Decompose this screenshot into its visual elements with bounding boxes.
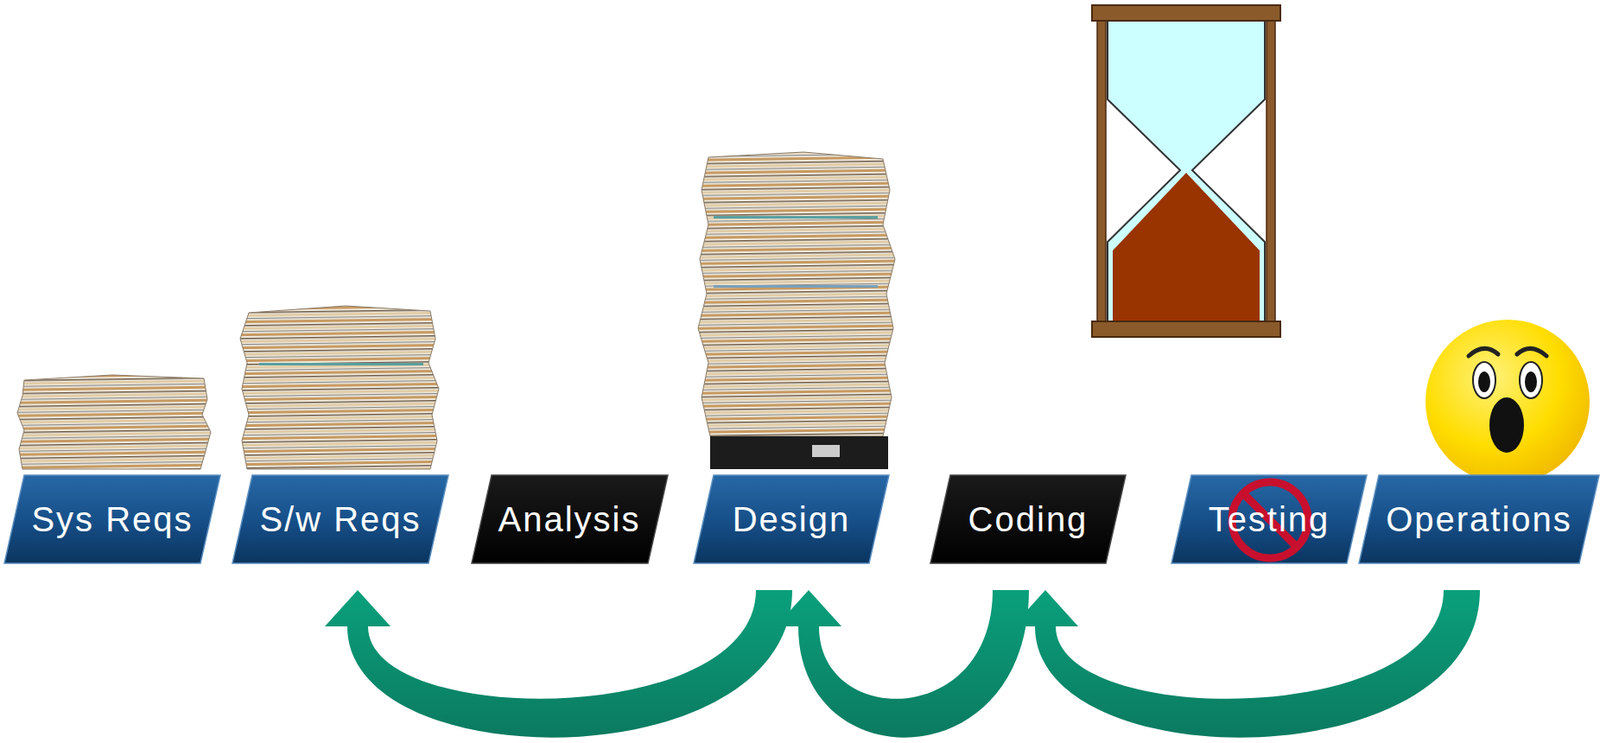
process-step: Coding (929, 474, 1127, 565)
step-label: Design (732, 499, 851, 540)
step-label: Coding (968, 499, 1089, 540)
surprised-face (1425, 319, 1590, 484)
hourglass (1092, 5, 1281, 337)
process-step: S/w Reqs (231, 474, 450, 565)
process-step: Design (692, 474, 890, 565)
process-step: Sys Reqs (3, 474, 222, 565)
paper-stack (698, 152, 896, 470)
curved-arrow (324, 590, 793, 738)
step-label: Testing (1208, 499, 1331, 540)
curved-arrow (1012, 590, 1480, 738)
curved-arrow-body (324, 590, 793, 738)
curved-arrow-body (775, 590, 1029, 738)
paper-stack (240, 305, 439, 470)
process-step: Analysis (470, 474, 669, 565)
curved-arrow (775, 590, 1029, 738)
process-step: Testing (1170, 474, 1368, 565)
step-label: S/w Reqs (259, 499, 421, 540)
step-label: Sys Reqs (31, 499, 193, 540)
process-step: Operations (1358, 474, 1600, 565)
curved-arrow-body (1012, 590, 1480, 738)
step-label: Operations (1385, 499, 1573, 540)
paper-stack (17, 374, 211, 470)
step-label: Analysis (498, 499, 642, 540)
